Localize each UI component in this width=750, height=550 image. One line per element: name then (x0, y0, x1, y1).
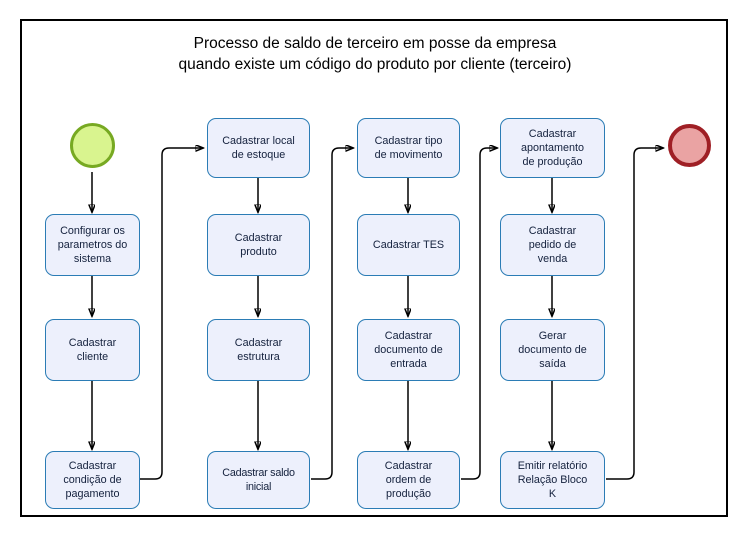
node-cadastrar-tipo-movimento[interactable]: Cadastrar tipo de movimento (357, 118, 460, 178)
node-cadastrar-documento-entrada[interactable]: Cadastrar documento de entrada (357, 319, 460, 381)
node-gerar-documento-saida[interactable]: Gerar documento de saída (500, 319, 605, 381)
page-title: Processo de saldo de terceiro em posse d… (178, 35, 572, 73)
node-configurar-parametros[interactable]: Configurar os parametros do sistema (45, 214, 140, 276)
start-event[interactable] (70, 123, 115, 168)
node-emitir-relatorio-bloco-k[interactable]: Emitir relatório Relação Bloco K (500, 451, 605, 509)
end-event[interactable] (668, 124, 711, 167)
node-cadastrar-tes[interactable]: Cadastrar TES (357, 214, 460, 276)
node-cadastrar-pedido-venda[interactable]: Cadastrar pedido de venda (500, 214, 605, 276)
node-cadastrar-estrutura[interactable]: Cadastrar estrutura (207, 319, 310, 381)
node-cadastrar-local-estoque[interactable]: Cadastrar local de estoque (207, 118, 310, 178)
node-cadastrar-condicao-pagamento[interactable]: Cadastrar condição de pagamento (45, 451, 140, 509)
node-cadastrar-produto[interactable]: Cadastrar produto (207, 214, 310, 276)
node-cadastrar-ordem-producao[interactable]: Cadastrar ordem de produção (357, 451, 460, 509)
node-cadastrar-apontamento-producao[interactable]: Cadastrar apontamento de produção (500, 118, 605, 178)
node-cadastrar-saldo-inicial[interactable]: Cadastrar saldo inicial (207, 451, 310, 509)
node-cadastrar-cliente[interactable]: Cadastrar cliente (45, 319, 140, 381)
